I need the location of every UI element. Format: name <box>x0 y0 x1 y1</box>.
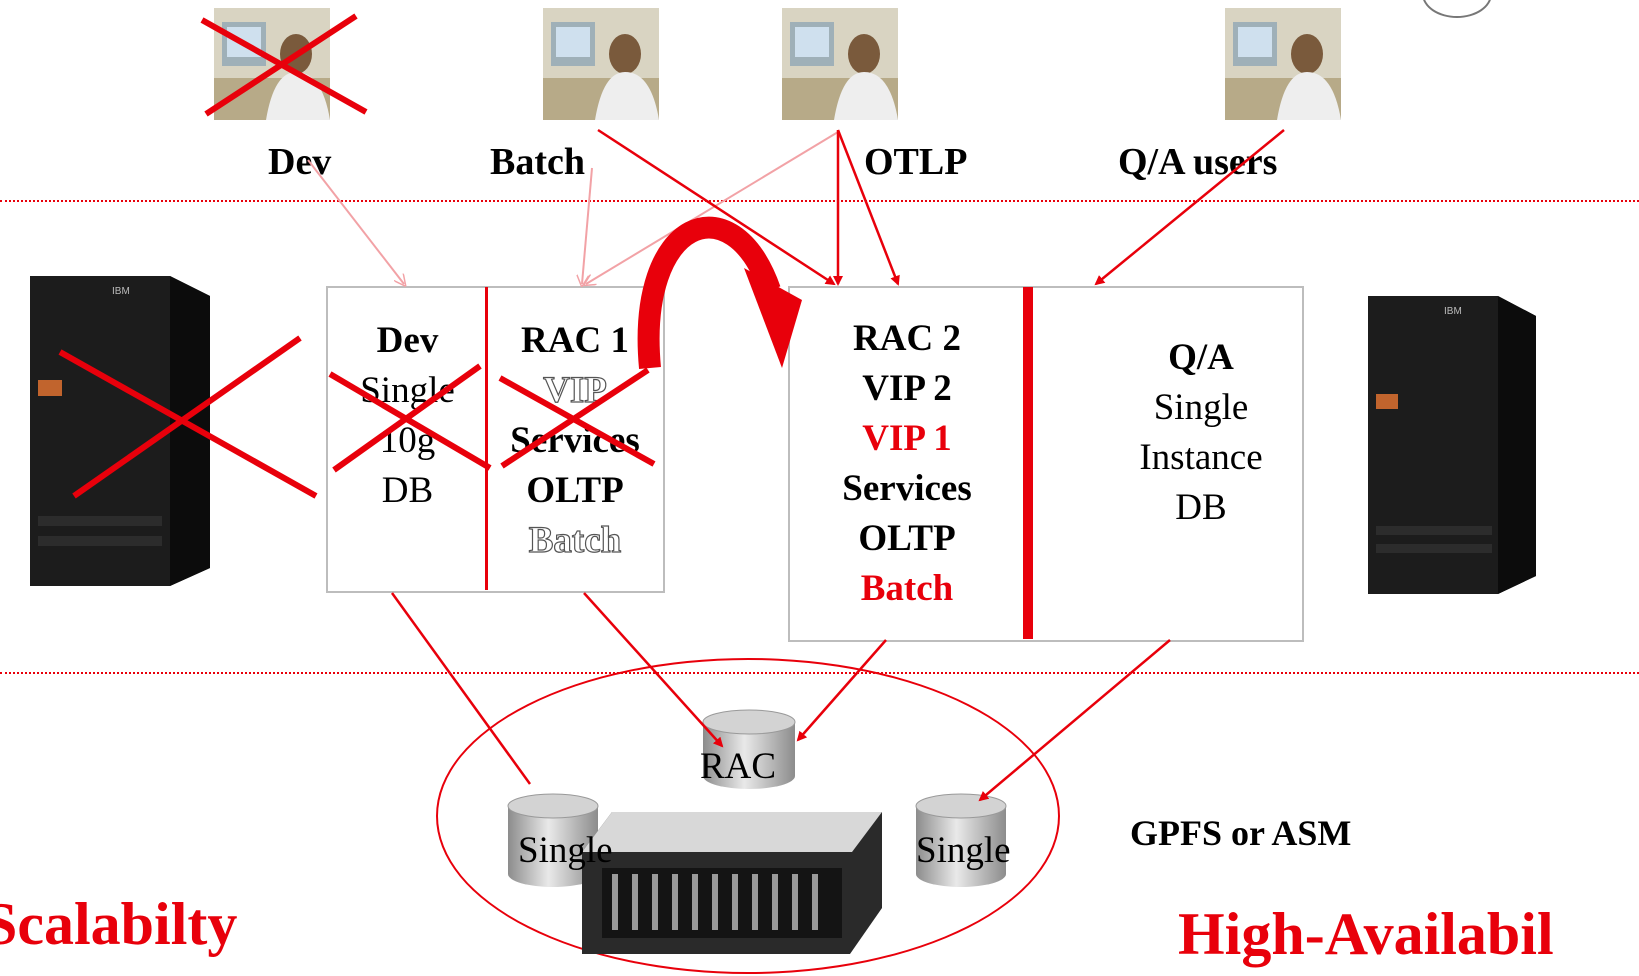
user-otlp-image <box>782 8 898 120</box>
rac1-batch: Batch <box>528 519 622 561</box>
user-label-batch: Batch <box>490 141 585 183</box>
svg-text:IBM: IBM <box>1444 306 1462 317</box>
dev-db-title: Dev <box>376 320 439 361</box>
failover-arrow <box>637 216 781 370</box>
single-right-label: Single <box>916 830 1011 871</box>
dev-db-line3: DB <box>381 470 434 511</box>
rac1-title: RAC 1 <box>521 320 629 361</box>
rac2-vip2: VIP 2 <box>862 368 952 409</box>
user-qa-image <box>1225 8 1341 120</box>
user-label-otlp: OTLP <box>864 141 968 183</box>
svg-text:IBM: IBM <box>112 286 130 297</box>
storage-array-image <box>582 812 882 954</box>
node1-divider <box>485 287 488 590</box>
rac2-panel: RAC 2 VIP 2 VIP 1 Services OLTP Batch <box>792 314 1022 614</box>
single-left-label: Single <box>518 830 613 871</box>
user-dev-image <box>214 8 330 120</box>
dev-db-line2: 10g <box>379 420 436 461</box>
dev-db-line1: Single <box>360 370 455 411</box>
scalability-label: Scalabilty <box>0 891 238 957</box>
rac1-panel: RAC 1 VIP Services OLTP Batch <box>490 316 660 566</box>
user-label-qa: Q/A users <box>1118 141 1278 183</box>
node2-box <box>788 286 1304 642</box>
rac-disk-icon <box>702 709 796 789</box>
rac1-services: Services <box>510 420 640 461</box>
user-batch-image <box>543 8 659 120</box>
qa-db-line3: DB <box>1175 487 1227 528</box>
single-disk-left-icon <box>507 793 599 887</box>
rac2-oltp: OLTP <box>858 518 956 559</box>
rac2-services: Services <box>842 468 972 509</box>
high-availability-label: High-Availabil <box>1178 901 1554 967</box>
rac2-vip1: VIP 1 <box>862 418 952 459</box>
dev-db-panel: Dev Single 10g DB <box>330 316 485 516</box>
left-server-image: IBM <box>30 276 210 586</box>
storage-ellipse <box>436 658 1060 974</box>
rac1-oltp: OLTP <box>526 470 624 511</box>
node2-divider <box>1023 287 1033 639</box>
qa-db-title: Q/A <box>1168 337 1234 378</box>
right-server-image: IBM <box>1368 296 1536 594</box>
rac2-batch: Batch <box>860 568 954 609</box>
separator-top <box>0 200 1639 202</box>
qa-db-panel: Q/A Single Instance DB <box>1036 333 1366 533</box>
rac-disk-label: RAC <box>700 746 777 787</box>
slide-corner-circle <box>1422 0 1492 18</box>
rac2-title: RAC 2 <box>853 318 961 359</box>
qa-db-line1: Single <box>1153 387 1249 428</box>
qa-db-line2: Instance <box>1139 437 1263 478</box>
user-label-dev: Dev <box>268 141 332 183</box>
rac1-vip: VIP <box>543 369 608 411</box>
filesystem-label: GPFS or ASM <box>1130 813 1352 853</box>
